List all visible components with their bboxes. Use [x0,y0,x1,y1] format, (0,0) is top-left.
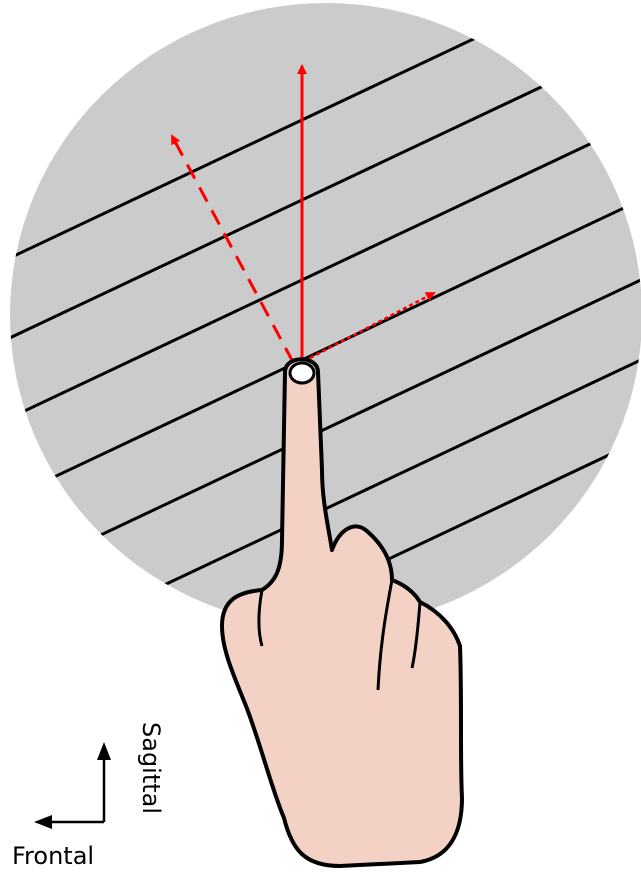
sagittal-axis-arrowhead [97,742,111,760]
fingernail [290,363,314,383]
frontal-axis-arrowhead [34,815,52,829]
frontal-label: Frontal [12,842,94,870]
axes-indicator: Sagittal Frontal [12,722,165,870]
sagittal-label: Sagittal [137,722,165,814]
